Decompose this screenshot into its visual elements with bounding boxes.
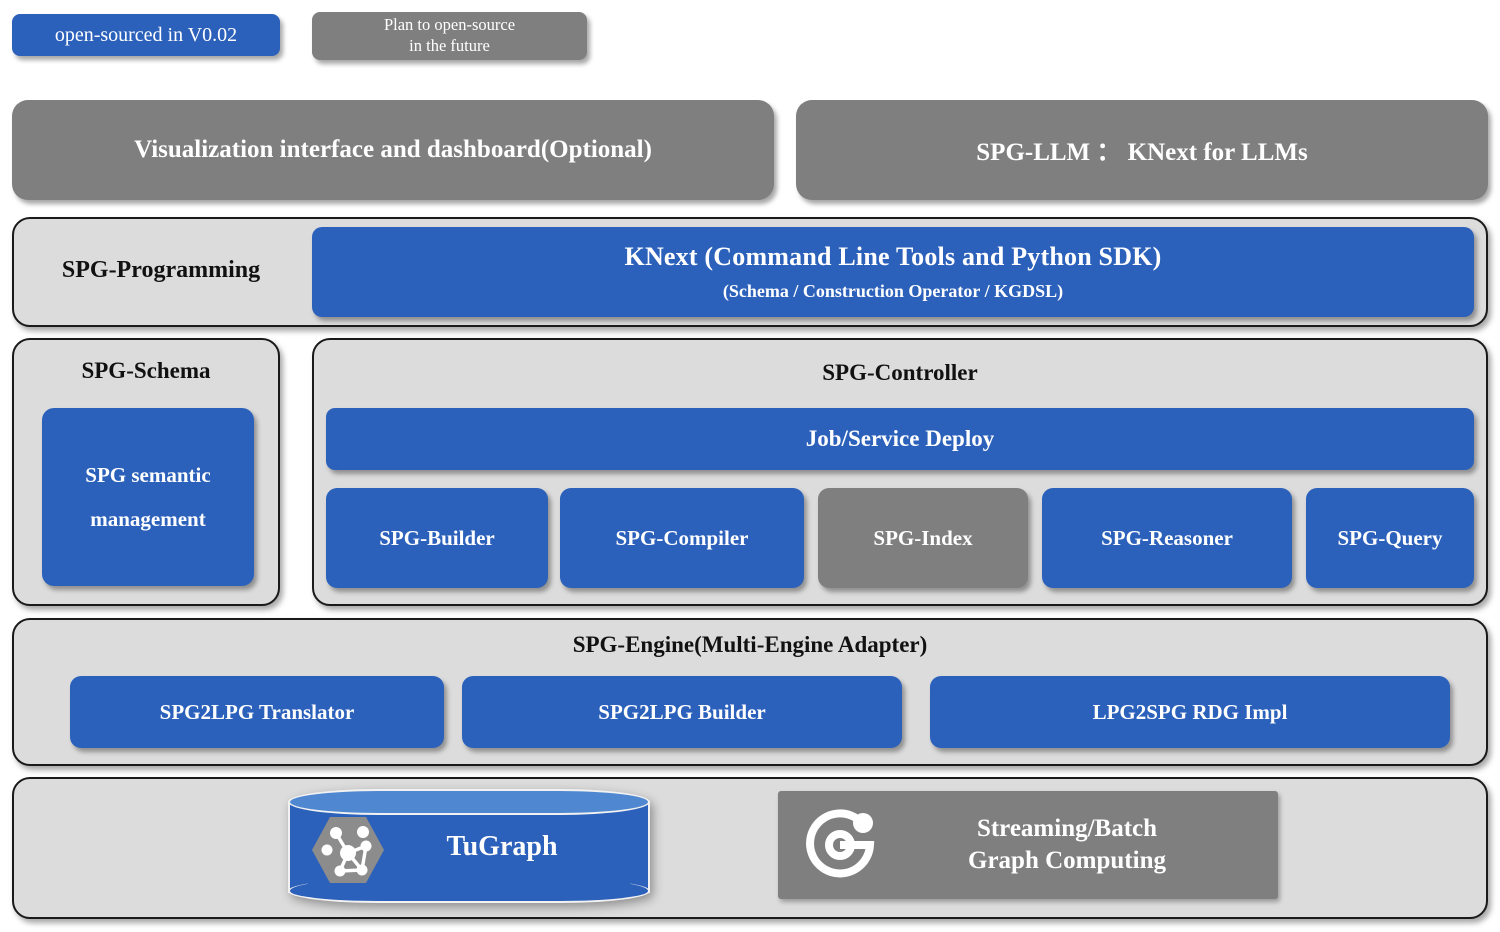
spg-reasoner-label: SPG-Reasoner [1101,525,1233,550]
spg-semantic-management-line1: SPG semantic [85,462,211,487]
spg2lpg-translator-box: SPG2LPG Translator [70,676,444,748]
lpg2spg-rdg-impl-box: LPG2SPG RDG Impl [930,676,1450,748]
spg-engine-title: SPG-Engine(Multi-Engine Adapter) [572,632,928,657]
spg-compiler-box: SPG-Compiler [560,488,804,588]
legend-open-sourced: open-sourced in V0.02 [12,14,280,56]
spg-schema-title: SPG-Schema [81,358,211,383]
spg-builder-box: SPG-Builder [326,488,548,588]
streaming-batch-graph-computing-box: Streaming/Batch Graph Computing [778,791,1278,899]
spg-controller-title: SPG-Controller [822,360,978,385]
streaming-batch-text: Streaming/Batch Graph Computing [878,813,1278,877]
spg-compiler-label: SPG-Compiler [615,525,749,550]
legend-planned: Plan to open-source in the future [312,12,587,60]
spg2lpg-builder-label: SPG2LPG Builder [598,699,766,724]
tugraph-hexagon-graph-icon [312,817,384,883]
visualization-dashboard-box: Visualization interface and dashboard(Op… [12,100,774,200]
knext-subtitle: (Schema / Construction Operator / KGDSL) [722,281,1064,301]
geaflow-g-ring-icon [806,809,875,878]
spg-llm-label: SPG-LLM ： KNext for LLMs [976,139,1308,166]
spg-llm-box: SPG-LLM ： KNext for LLMs [796,100,1488,200]
spg-query-box: SPG-Query [1306,488,1474,588]
tugraph-label: TuGraph [446,831,558,862]
spg-semantic-management-box: SPG semantic management [42,408,254,586]
streaming-batch-line1: Streaming/Batch [976,815,1158,842]
legend-planned-label: Plan to open-source in the future [384,15,515,56]
legend-planned-line1: Plan to open-source [383,15,516,35]
lpg2spg-rdg-impl-label: LPG2SPG RDG Impl [1092,699,1288,724]
spg-semantic-management-line2: management [90,507,206,531]
job-service-deploy-label: Job/Service Deploy [805,426,995,451]
spg-index-label: SPG-Index [873,525,973,550]
visualization-dashboard-label: Visualization interface and dashboard(Op… [134,136,652,163]
spg-builder-label: SPG-Builder [379,525,495,550]
spg2lpg-translator-label: SPG2LPG Translator [159,699,355,724]
knext-box: KNext (Command Line Tools and Python SDK… [312,227,1474,317]
streaming-batch-line2: Graph Computing [968,847,1166,874]
spg2lpg-builder-box: SPG2LPG Builder [462,676,902,748]
spg-query-label: SPG-Query [1337,525,1443,550]
legend-planned-line2: in the future [409,36,490,55]
spg-programming-label: SPG-Programming [61,257,261,283]
knext-title: KNext (Command Line Tools and Python SDK… [624,242,1162,271]
tugraph-cylinder-top [288,789,650,815]
tugraph-cylinder: TuGraph [288,789,650,903]
spg-reasoner-box: SPG-Reasoner [1042,488,1292,588]
spg-index-box: SPG-Index [818,488,1028,588]
job-service-deploy-box: Job/Service Deploy [326,408,1474,470]
legend-open-sourced-label: open-sourced in V0.02 [54,23,238,46]
